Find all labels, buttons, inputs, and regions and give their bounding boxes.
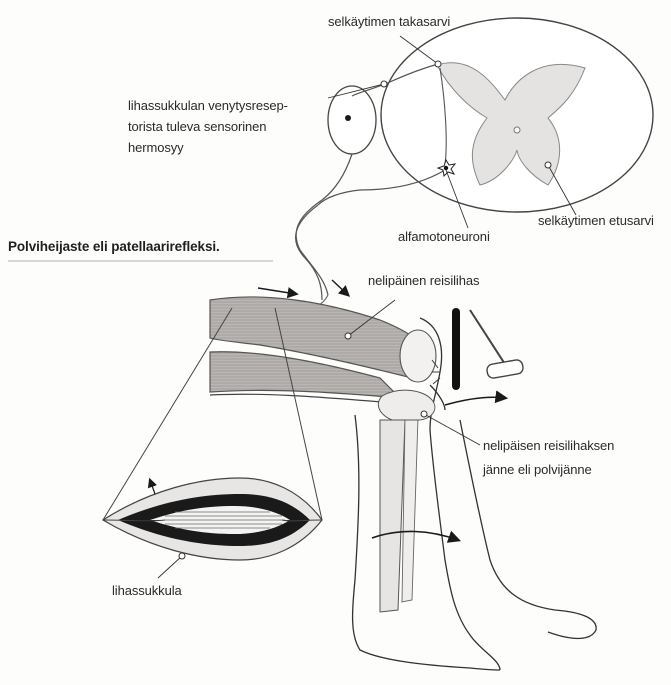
label-quadriceps: nelipäinen reisilihas [368, 272, 479, 289]
label-sensory-nerve-line-2: torista tuleva sensorinen [128, 118, 266, 135]
label-sensory-nerve-line-1: lihassukkulan venytysresep- [128, 97, 288, 114]
label-ventral-horn: selkäytimen etusarvi [538, 212, 654, 229]
patella [400, 330, 436, 382]
thigh-muscles [210, 297, 430, 405]
label-tendon-line-1: nelipäisen reisilihaksen [483, 437, 614, 454]
peripheral-nerve [258, 200, 348, 310]
label-sensory-nerve-line-3: hermosyy [128, 139, 184, 156]
spinal-cord-cross-section [318, 18, 653, 212]
label-alpha-motoneuron: alfamotoneuroni [398, 228, 490, 245]
label-dorsal-horn: selkäytimen takasarvi [328, 13, 450, 30]
reflex-hammer [432, 308, 524, 405]
label-muscle-spindle: lihassukkula [112, 582, 182, 599]
label-tendon-line-2: jänne eli polvijänne [483, 461, 592, 478]
diagram-title: Polviheijaste eli patellaarirefleksi. [8, 238, 220, 255]
